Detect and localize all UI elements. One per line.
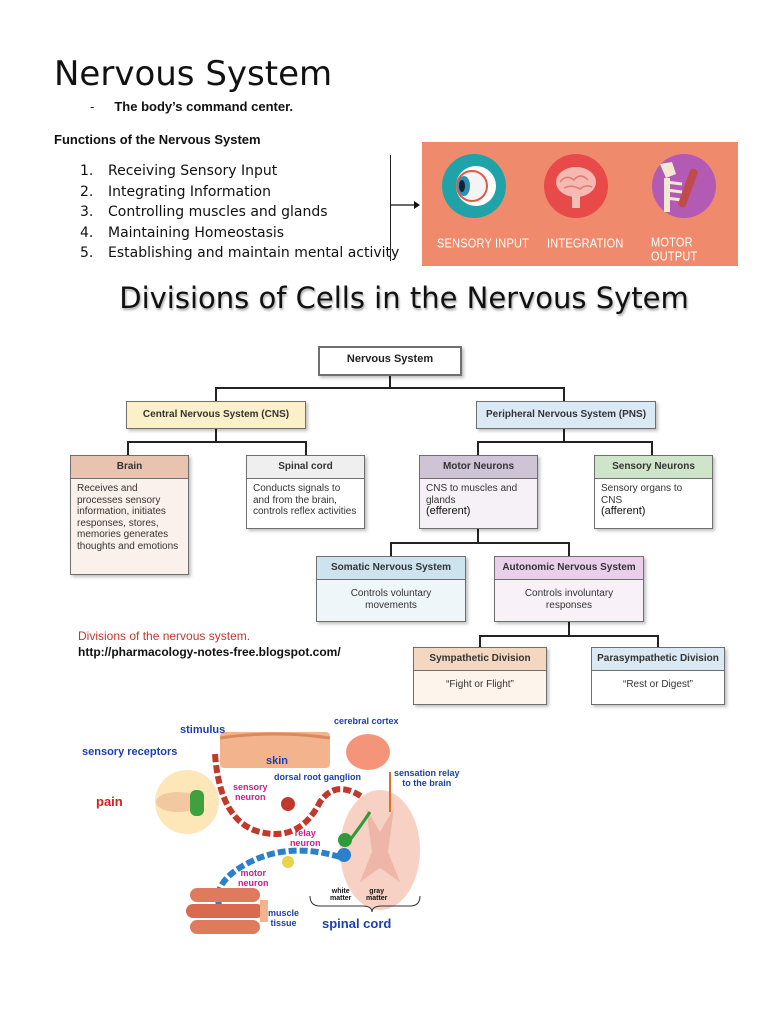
connector: [563, 387, 565, 401]
relay-neuron-dot: [338, 833, 352, 847]
connector: [215, 387, 217, 401]
connector: [477, 441, 479, 455]
label-motor-neuron: motor neuron: [238, 868, 269, 888]
functions-heading: Functions of the Nervous System: [54, 132, 261, 147]
connector: [479, 635, 481, 647]
connector: [215, 387, 565, 389]
banner-label-sensory: SENSORY INPUT: [437, 237, 530, 251]
node-motor-neurons: Motor Neurons CNS to muscles and glands(…: [419, 455, 538, 529]
label-sensory-receptors: sensory receptors: [82, 746, 178, 758]
subtitle-text: The body’s command center.: [114, 99, 294, 114]
functions-list: 1.Receiving Sensory Input 2.Integrating …: [80, 161, 399, 264]
node-sensory-neurons: Sensory Neurons Sensory organs to CNS(af…: [594, 455, 713, 529]
label-gray-matter: gray matter: [366, 888, 388, 902]
banner-label-motor: MOTOR OUTPUT: [651, 236, 698, 264]
list-item: 1.Receiving Sensory Input: [80, 163, 278, 179]
connector: [390, 542, 392, 556]
connector: [568, 621, 570, 635]
connector: [305, 441, 307, 455]
credit-url[interactable]: http://pharmacology-notes-free.blogspot.…: [78, 645, 341, 659]
connector: [127, 441, 307, 443]
cactus-icon: [190, 790, 204, 816]
page-title: Nervous System: [54, 54, 333, 94]
muscle-tissue-image: [186, 888, 264, 934]
connector: [215, 427, 217, 441]
label-relay-neuron: relay neuron: [290, 828, 321, 848]
label-cerebral-cortex: cerebral cortex: [334, 716, 399, 726]
functions-banner: SENSORY INPUT INTEGRATION MOTOR OUTPUT: [422, 142, 738, 266]
list-item: 5.Establishing and maintain mental activ…: [80, 245, 400, 261]
subtitle: - The body’s command center.: [90, 99, 293, 114]
label-sensory-neuron: sensory neuron: [233, 782, 268, 802]
node-spinal-cord: Spinal cord Conducts signals to and from…: [246, 455, 365, 529]
label-sensation-relay: sensation relay to the brain: [394, 768, 460, 788]
banner-label-integration: INTEGRATION: [547, 237, 624, 251]
connector: [390, 542, 570, 544]
connector: [389, 373, 391, 387]
reflex-arc-diagram: [155, 732, 421, 934]
brain-icon: [544, 154, 608, 218]
bracket-line: [390, 155, 391, 261]
connector: [657, 635, 659, 647]
subtitle-dash: -: [90, 99, 95, 114]
skin-block: [220, 732, 330, 768]
connector: [477, 528, 479, 542]
node-autonomic: Autonomic Nervous System Controls involu…: [494, 556, 644, 622]
list-item: 3.Controlling muscles and glands: [80, 204, 328, 220]
divisions-title: Divisions of Cells in the Nervous Sytem: [119, 281, 689, 315]
connector: [563, 427, 565, 441]
label-stimulus: stimulus: [180, 724, 226, 736]
connector: [651, 441, 653, 455]
connector: [127, 441, 129, 455]
node-cns: Central Nervous System (CNS): [126, 401, 306, 429]
label-pain: pain: [96, 794, 123, 809]
label-spinal-cord: spinal cord: [322, 916, 392, 931]
eye-icon: [442, 154, 506, 218]
label-dorsal-root-ganglion: dorsal root ganglion: [274, 772, 361, 782]
list-item: 2.Integrating Information: [80, 183, 271, 200]
node-brain: Brain Receives and processes sensory inf…: [70, 455, 189, 575]
arm-bones-icon: [652, 154, 716, 218]
node-pns: Peripheral Nervous System (PNS): [476, 401, 656, 429]
label-skin: skin: [266, 755, 289, 767]
node-somatic: Somatic Nervous System Controls voluntar…: [316, 556, 466, 622]
label-muscle-tissue: muscle tissue: [268, 908, 300, 928]
node-sympathetic: Sympathetic Division “Fight or Flight”: [413, 647, 547, 705]
connector: [568, 542, 570, 556]
credit-caption: Divisions of the nervous system.: [78, 629, 251, 643]
connector: [479, 635, 659, 637]
connector: [477, 441, 653, 443]
arrow-right-icon: [390, 201, 420, 209]
sensory-neuron-path: [212, 753, 383, 837]
label-white-matter: white matter: [330, 888, 352, 902]
node-nervous-system: Nervous System: [318, 346, 462, 376]
node-parasympathetic: Parasympathetic Division “Rest or Digest…: [591, 647, 725, 705]
cerebral-cortex-image: [346, 734, 390, 770]
list-item: 4.Maintaining Homeostasis: [80, 224, 285, 241]
